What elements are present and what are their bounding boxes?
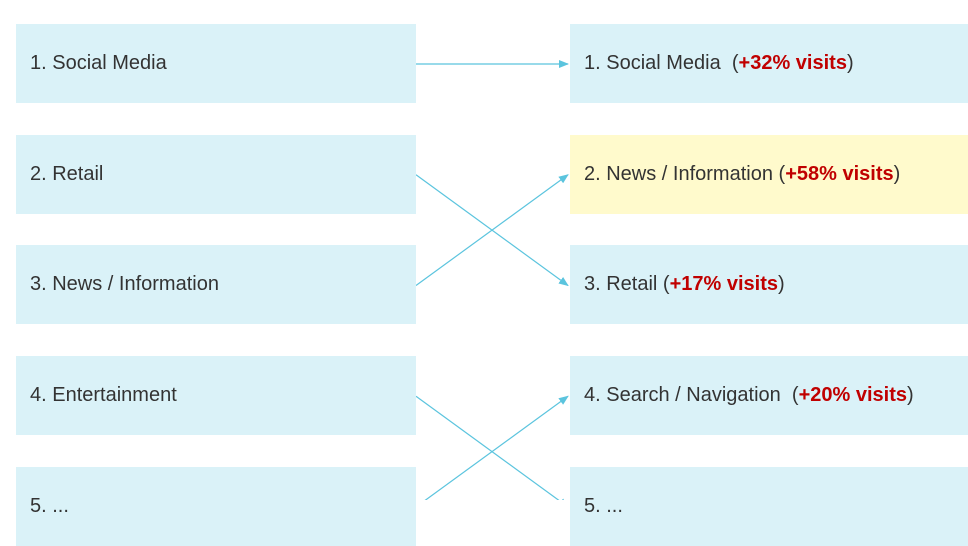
right-rank-box-2: 2. News / Information (+58% visits): [570, 135, 968, 214]
right-rank-box-5: 5. ...: [570, 467, 968, 546]
left-rank-box-1: 1. Social Media: [16, 24, 416, 103]
visits-change: +58% visits: [785, 163, 894, 185]
left-rank-label: 3. News / Information: [30, 273, 219, 295]
visits-change: +20% visits: [798, 384, 907, 406]
left-rank-label: 4. Entertainment: [30, 384, 177, 406]
left-rank-box-3: 3. News / Information: [16, 245, 416, 324]
close-paren: ): [906, 384, 914, 406]
visits-change: +32% visits: [738, 52, 847, 74]
left-rank-box-5: 5. ...: [16, 467, 416, 546]
close-paren: ): [846, 52, 854, 74]
right-rank-box-1: 1. Social Media (+32% visits): [570, 24, 968, 103]
left-rank-box-2: 2. Retail: [16, 135, 416, 214]
connector-arrow-3: [415, 174, 569, 286]
open-paren: (: [772, 163, 786, 185]
right-rank-label: 2. News / Information: [584, 163, 773, 185]
connector-arrow-5: [424, 395, 569, 500]
left-rank-label: 1. Social Media: [30, 52, 167, 74]
right-rank-box-4: 4. Search / Navigation (+20% visits): [570, 356, 968, 435]
connector-lines: [415, 60, 569, 500]
right-rank-label: 5. ...: [584, 495, 623, 517]
close-paren: ): [893, 163, 901, 185]
left-rank-label: 2. Retail: [30, 163, 104, 185]
right-rank-label: 3. Retail: [584, 273, 658, 295]
open-paren: (: [780, 384, 799, 406]
right-rank-label: 4. Search / Navigation: [584, 384, 781, 406]
left-rank-box-4: 4. Entertainment: [16, 356, 416, 435]
close-paren: ): [778, 273, 785, 295]
open-paren: (: [720, 52, 739, 74]
open-paren: (: [657, 273, 670, 295]
right-rank-label: 1. Social Media: [584, 52, 721, 74]
visits-change: +17% visits: [669, 273, 779, 295]
connector-arrow-4: [415, 395, 569, 500]
right-rank-box-3: 3. Retail (+17% visits): [570, 245, 968, 324]
left-rank-label: 5. ...: [30, 495, 69, 517]
